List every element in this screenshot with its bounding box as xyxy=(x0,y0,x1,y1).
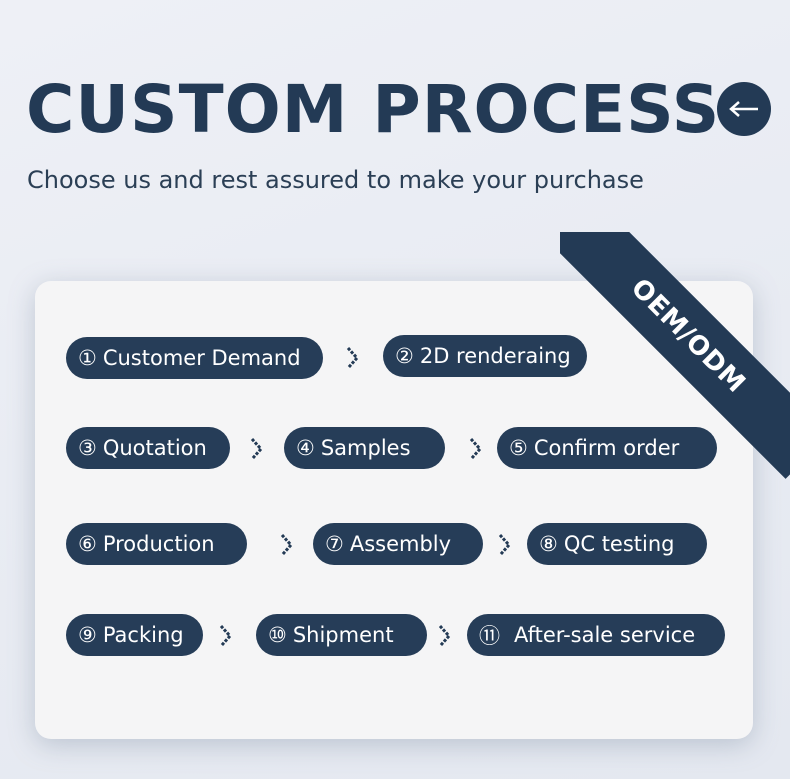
step-shipment[interactable]: ⑩ Shipment xyxy=(256,614,427,656)
step-number: ① xyxy=(78,346,97,370)
step-label: Production xyxy=(102,532,215,556)
step-label: Shipment xyxy=(292,623,394,647)
chevron-right-icon xyxy=(346,346,360,370)
step-production[interactable]: ⑥ Production xyxy=(66,523,247,565)
page-subtitle: Choose us and rest assured to make your … xyxy=(27,166,644,194)
chevron-right-icon xyxy=(469,437,483,461)
step-label: Packing xyxy=(102,623,184,647)
chevron-right-icon xyxy=(498,533,512,557)
step-label: Confirm order xyxy=(533,436,680,460)
step-packing[interactable]: ⑨ Packing xyxy=(66,614,203,656)
step-number: ⑤ xyxy=(509,436,528,460)
chevron-right-icon xyxy=(438,624,452,648)
step-2d-rendering[interactable]: ② 2D renderaing xyxy=(383,335,587,377)
step-customer-demand[interactable]: ① Customer Demand xyxy=(66,337,323,379)
step-after-sale-service[interactable]: ⑪ After-sale service xyxy=(467,614,725,656)
step-number: ⑨ xyxy=(78,623,97,647)
step-number: ⑩ xyxy=(268,623,287,647)
step-number: ⑧ xyxy=(539,532,558,556)
chevron-right-icon xyxy=(250,437,264,461)
back-button[interactable] xyxy=(717,82,771,136)
step-quotation[interactable]: ③ Quotation xyxy=(66,427,230,469)
chevron-right-icon xyxy=(280,533,294,557)
step-qc-testing[interactable]: ⑧ QC testing xyxy=(527,523,707,565)
step-number: ⑦ xyxy=(325,532,344,556)
step-confirm-order[interactable]: ⑤ Confirm order xyxy=(497,427,717,469)
step-number: ④ xyxy=(296,436,315,460)
step-label: QC testing xyxy=(563,532,675,556)
step-assembly[interactable]: ⑦ Assembly xyxy=(313,523,483,565)
step-number: ⑪ xyxy=(479,624,500,648)
step-label: Assembly xyxy=(349,532,452,556)
chevron-right-icon xyxy=(219,624,233,648)
arrow-left-icon xyxy=(729,101,758,117)
step-number: ③ xyxy=(78,436,97,460)
step-number: ② xyxy=(395,344,414,368)
step-samples[interactable]: ④ Samples xyxy=(284,427,445,469)
step-label: Samples xyxy=(320,436,411,460)
step-label: After-sale service xyxy=(514,623,696,647)
step-number: ⑥ xyxy=(78,532,97,556)
step-label: Quotation xyxy=(102,436,207,460)
step-label: Customer Demand xyxy=(102,346,301,370)
step-label: 2D renderaing xyxy=(419,344,571,368)
page-title: CUSTOM PROCESS xyxy=(26,71,721,148)
